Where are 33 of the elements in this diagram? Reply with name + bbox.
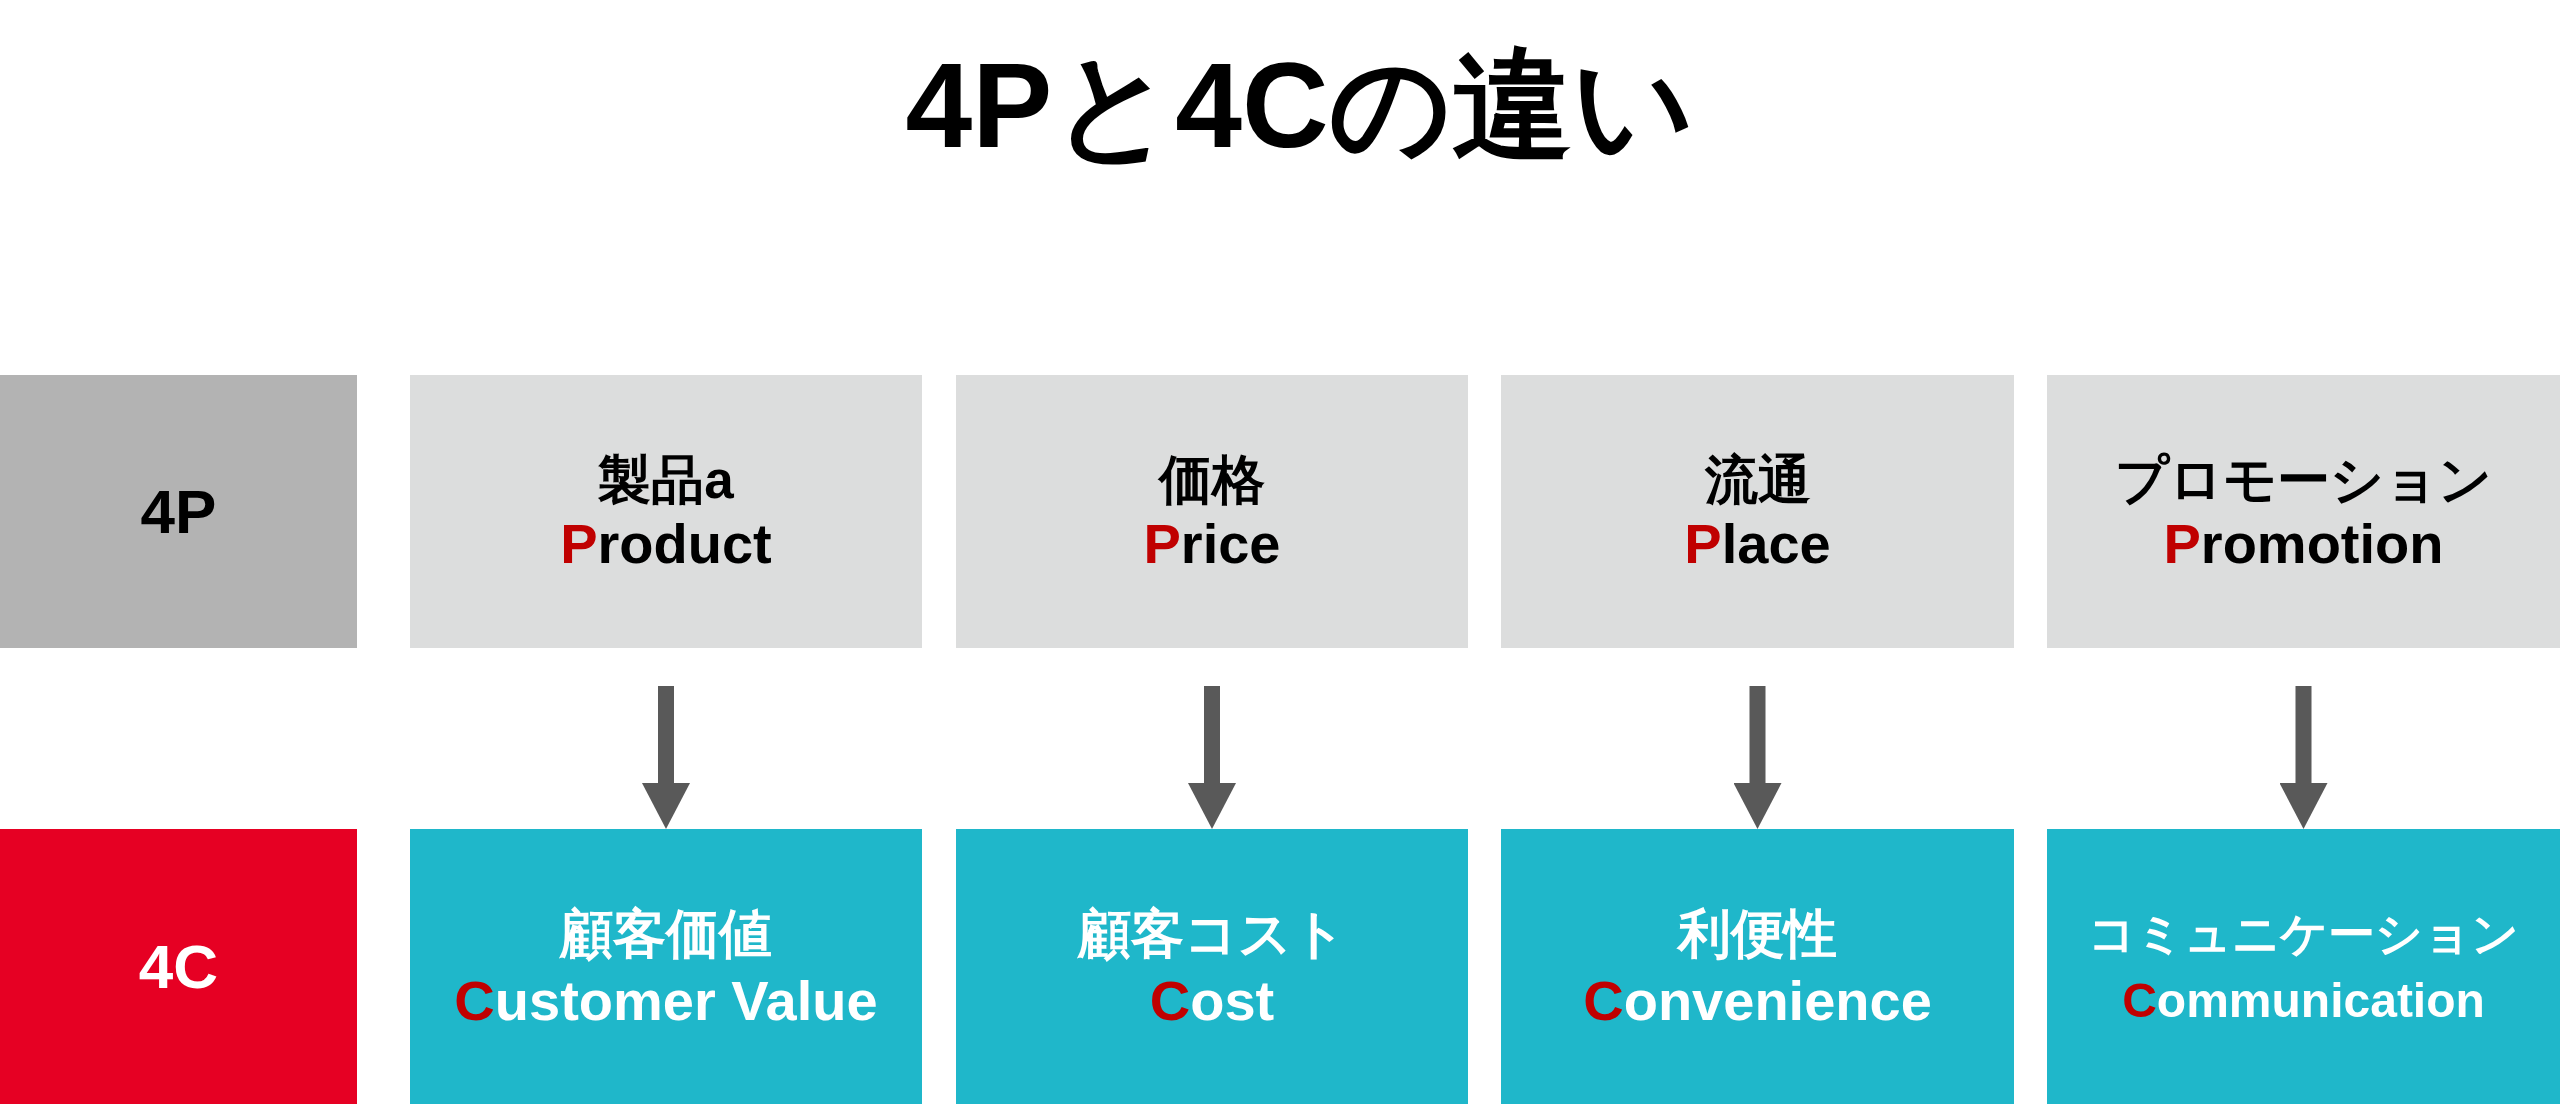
term-text: プロモーション: [2115, 448, 2492, 511]
term-box: [956, 829, 1468, 1104]
diagram-title: 4Pと4Cの違い: [905, 45, 1695, 165]
term-text: 価格: [1159, 448, 1265, 511]
term-box: [2047, 829, 2560, 1104]
row-label: 4P: [140, 479, 217, 544]
term-text: 流通: [1704, 448, 1811, 511]
term-text: 顧客価値: [560, 902, 772, 965]
term-text: 製品a: [598, 448, 734, 511]
row-header-box: [0, 829, 357, 1104]
term-box: [1501, 375, 2014, 648]
term-subtext: Place: [1684, 511, 1831, 576]
term-subtext: Promotion: [2163, 511, 2444, 576]
term-text: コミュニケーション: [2088, 905, 2519, 962]
term-box: [1501, 829, 2014, 1104]
term-subtext: Cost: [1149, 967, 1275, 1034]
term-text: 顧客コスト: [1078, 902, 1346, 965]
term-box: [410, 375, 922, 648]
term-subtext: Convenience: [1583, 967, 1932, 1034]
down-arrow: [1733, 686, 1782, 829]
down-arrow: [2279, 686, 2328, 829]
row-header-box: [0, 375, 357, 648]
term-subtext: Product: [560, 511, 772, 576]
term-box: [956, 375, 1468, 648]
term-subtext: Customer Value: [454, 967, 878, 1034]
term-box: [2047, 375, 2560, 648]
term-subtext: Price: [1143, 511, 1281, 576]
down-arrow: [1188, 686, 1236, 829]
down-arrow: [642, 686, 690, 829]
term-subtext: Communication: [2122, 972, 2485, 1029]
term-text: 利便性: [1678, 902, 1837, 965]
row-label: 4C: [138, 934, 219, 999]
term-box: [410, 829, 922, 1104]
